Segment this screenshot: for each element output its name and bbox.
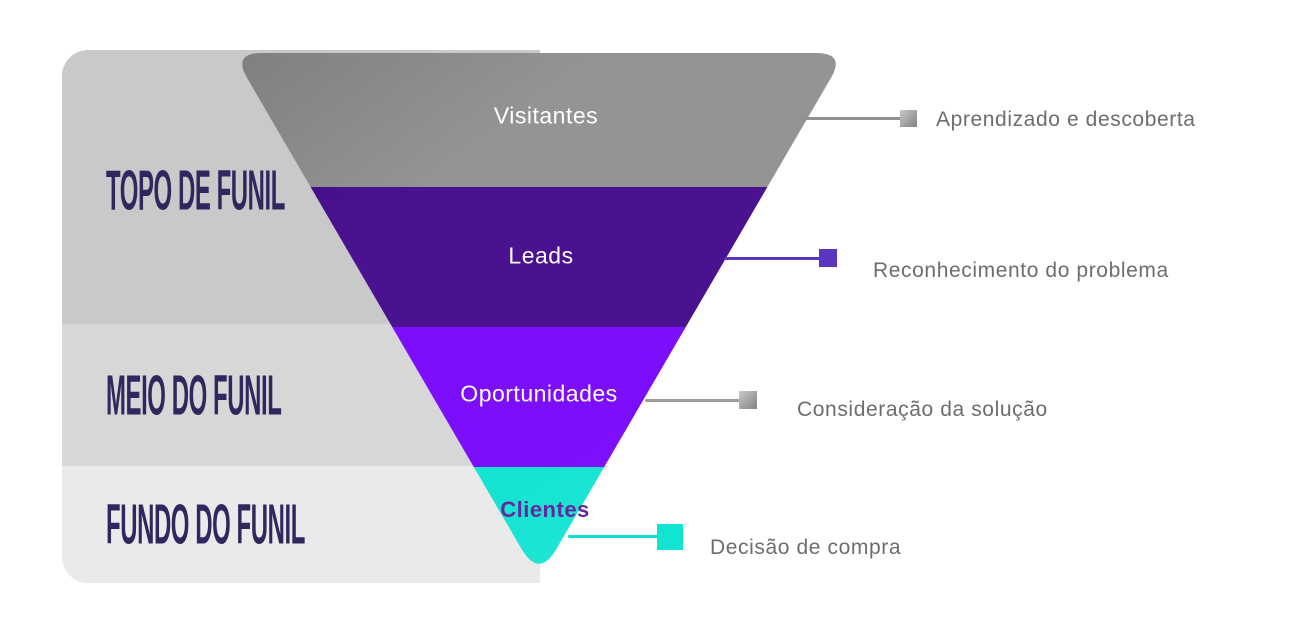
callout-marker-reconhecimento: [819, 249, 837, 267]
callout-marker-decisao: [657, 524, 683, 550]
callout-line-reconhecimento: [724, 257, 821, 260]
callout-text-decisao: Decisão de compra: [710, 536, 902, 559]
callout-line-aprendizado: [802, 117, 902, 120]
callout-line-consideracao: [645, 399, 741, 402]
stage-label-clientes: Clientes: [500, 497, 590, 522]
side-label-meio-do-funil: MEIO DO FUNIL: [106, 363, 282, 428]
callout-text-reconhecimento: Reconhecimento do problema: [873, 259, 1169, 282]
stage-label-oportunidades: Oportunidades: [460, 380, 618, 407]
side-label-fundo-do-funil: FUNDO DO FUNIL: [106, 492, 305, 557]
callout-text-consideracao: Consideração da solução: [797, 398, 1048, 421]
callout-line-decisao: [568, 535, 660, 538]
stage-label-visitantes: Visitantes: [493, 102, 599, 129]
band-fundo-do-funil: [62, 466, 540, 583]
side-label-topo-de-funil: TOPO DE FUNIL: [106, 158, 285, 223]
callout-text-aprendizado: Aprendizado e descoberta: [936, 108, 1196, 131]
callout-marker-consideracao: [739, 391, 757, 409]
callout-marker-aprendizado: [900, 110, 917, 127]
stage-label-leads: Leads: [508, 242, 574, 269]
